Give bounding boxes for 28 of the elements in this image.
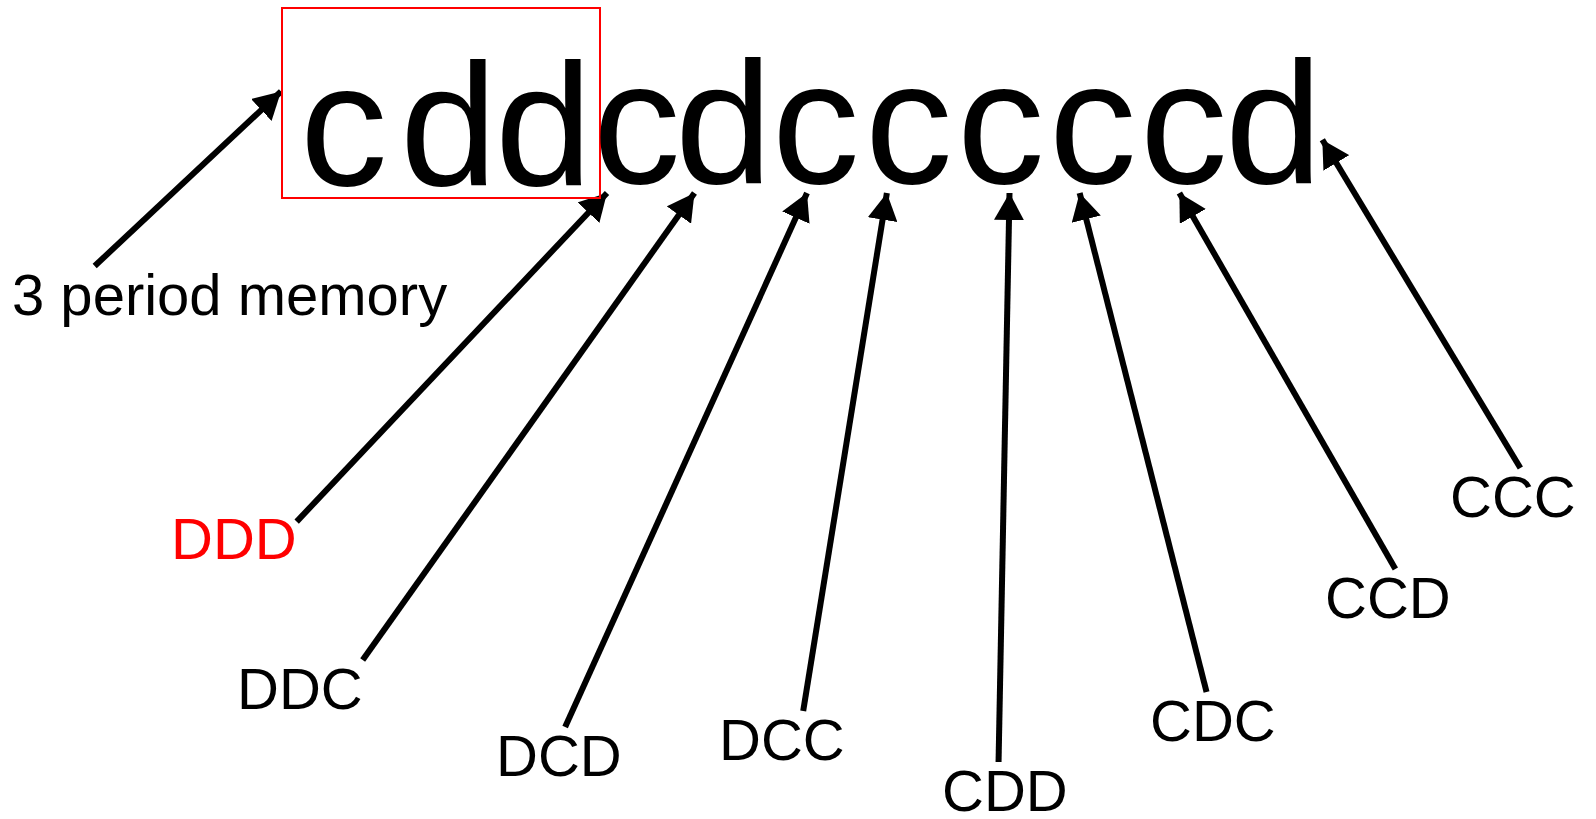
arrow [360, 191, 697, 662]
sequence-letter: c [865, 53, 953, 193]
arrow [294, 190, 610, 524]
arrow [994, 192, 1024, 763]
sequence-letter: c [1140, 53, 1228, 193]
sequence-letter: d [1225, 53, 1323, 193]
arrow [1319, 138, 1523, 470]
arrow [562, 191, 810, 729]
history-label: DCD [496, 727, 622, 785]
highlight-frame [281, 7, 601, 199]
sequence-letter: c [1049, 53, 1137, 193]
sequence-letter: c [957, 53, 1045, 193]
history-label: DDC [237, 660, 363, 718]
arrow [1071, 192, 1210, 693]
history-label: DCC [719, 711, 845, 769]
history-label: CDC [1150, 692, 1276, 750]
history-label: CDD [942, 762, 1068, 819]
arrow [800, 192, 898, 712]
history-label: CCC [1450, 468, 1576, 526]
arrow [92, 89, 284, 269]
sequence-letter: c [772, 53, 860, 193]
sequence-letter: d [675, 53, 773, 193]
sequence-letter: c [300, 55, 388, 195]
history-label: CCD [1325, 569, 1451, 627]
sequence-letter: d [400, 55, 498, 195]
arrow [1176, 191, 1398, 571]
history-label: DDD [171, 510, 297, 568]
sequence-letter: d [495, 55, 593, 195]
